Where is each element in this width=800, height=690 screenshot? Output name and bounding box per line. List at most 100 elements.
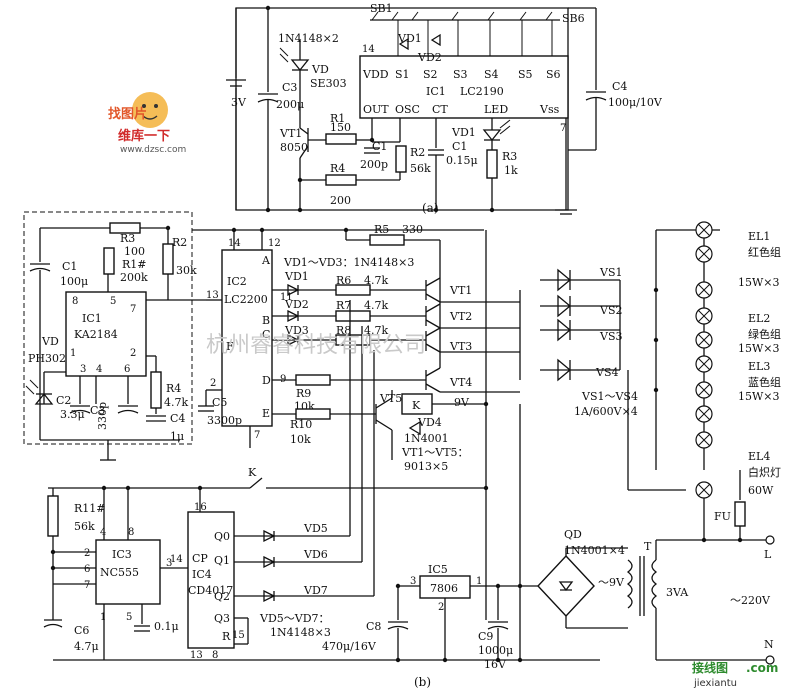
r10-label: R10 [290,418,312,431]
el3-name: 蓝色组 [748,375,781,389]
vd5-label: VD5 [303,522,328,535]
ic2-out-e: E [262,407,270,420]
r11-value: 56k [74,520,95,533]
vt-group-label: VT1～VT5： [401,446,469,459]
r3-value: 1k [504,164,518,177]
r2-value: 30k [176,264,197,277]
r4-value: 4.7k [164,396,188,409]
vd1-label: VD1 [284,270,309,283]
lamp [695,307,713,325]
ic4-cd4017: 16 CP 14 Q0 Q1 Q2 Q3 R 15 13 8 IC4 CD401… [170,300,486,661]
c2-value: 3.3μ [60,408,85,421]
diagram-a: 3V C3 200μ VD SE303 1N4148×2 VDD S1 [226,2,663,215]
r4-label: R4 [166,382,181,395]
el4-label: EL4 [748,450,770,463]
receiver-filters: R4 4.7k C2 3.3μ C3 330p C4 1μ [40,355,188,461]
c9-value: 1000μ [478,644,513,657]
vd-part: SE303 [310,77,347,90]
r1-value: 200k [120,271,148,284]
vt3-label: VT3 [449,340,472,353]
ic4-label: IC4 [192,568,212,581]
sb6-label: SB6 [562,12,585,25]
transformer-label: T [644,540,652,553]
ic4-r: R [222,630,231,643]
diagram-b: R3 100 R1# 200k R2 30k C1 100μ IC1 KA218… [23,211,781,689]
c7-value: 0.1μ [154,620,179,633]
vt1-label: VT1 [279,127,302,140]
vd-group-label: VD1～VD3：1N4148×3 [283,256,414,269]
sb1-label: SB1 [370,2,393,15]
ic2-pin-12: 12 [268,238,281,249]
c5-value: 3300p [207,414,242,427]
ic1-lc2190: VDD S1 S2 S3 S4 S5 S6 IC1 LC2190 OUT OSC… [359,44,569,134]
terminal-n [765,655,775,665]
ic4-pin-15: 15 [232,630,245,641]
vs2-label: VS2 [599,304,622,317]
vd6-label: VD6 [303,548,328,561]
vt5-label: VT5 [379,392,402,405]
c6-label: C6 [74,624,89,637]
lamp [695,481,713,499]
ic3-pin-1: 1 [100,612,106,623]
c5-label: C5 [212,396,227,409]
ic4-q1: Q1 [214,554,230,567]
ic3-pin-6: 6 [84,564,90,575]
terminal-l [765,535,775,545]
ic1-pin-3: 3 [80,364,86,375]
ic2-pin-7: 7 [254,430,260,441]
ic2-out-d: D [262,374,271,387]
lamp-array: EL1 红色组 15W×3 EL2 绿色组 15W×3 EL3 蓝色组 15W×… [655,221,781,540]
ic3-pin-5: 5 [126,612,132,623]
r6-value: 4.7k [364,274,388,287]
ic4-pin-13: 13 [190,650,203,661]
vt4-label: VT4 [449,376,472,389]
ic3-pin-8: 8 [128,527,134,538]
logo-bottom-text-1: 接线图 [692,660,728,675]
qd-label: QD [564,528,582,541]
c4-value: 1μ [170,430,184,443]
pin-s2: S2 [423,68,438,81]
ic1-pin-6: 6 [124,364,130,375]
vt1-label: VT1 [449,284,472,297]
ic3-label: IC3 [112,548,132,561]
c6-value: 4.7μ [74,640,99,653]
el4-name: 白炽灯 [748,465,781,479]
relay-channel: R9 10k R10 10k VT5 K 9V VD4 1N4001 VT1～V… [272,230,487,620]
ir-led-vd: VD SE303 1N4148×2 [278,32,347,120]
thyristors: VS1 VS2 VS3 VS4 VS1～VS4 1A/600V×4 [519,266,686,491]
c1-value: 100μ [60,275,88,288]
r8-value: 4.7k [364,324,388,337]
vs4-label: VS4 [595,366,618,379]
pin-ct: CT [432,103,448,116]
lamp [695,405,713,423]
vd3-label: VD3 [284,324,309,337]
capacitor-c4: C4 100μ/10V [568,7,663,151]
el3-watts: 15W×3 [738,390,780,403]
el1-label: EL1 [748,230,770,243]
fu-label: FU [714,510,731,523]
logo-top-url: www.dzsc.com [120,145,186,155]
el1-watts: 15W×3 [738,276,780,289]
vs-group-label: VS1～VS4 [581,390,638,403]
pin-vdd: VDD [362,68,389,81]
vd-label: VD [311,63,329,76]
r5-value: 330 [402,223,423,236]
lamp [695,245,713,263]
el2-watts: 15W×3 [738,342,780,355]
ic1-pin-4: 4 [96,364,102,375]
logo-bottom-url: jiexiantu [693,678,737,689]
ic2-lc2200: IC2 LC2200 14 12 13 2 7 A B C F D E 11 9… [192,229,484,448]
battery-voltage: 3V [231,96,247,109]
pin-s6: S6 [546,68,561,81]
lamp [695,431,713,449]
vs-part: 1A/600V×4 [574,405,638,418]
transformer-va: 3VA [666,586,689,599]
vt2-label: VT2 [449,310,472,323]
c4-value: 100μ/10V [608,96,663,109]
vt1-part: 8050 [280,141,308,154]
ic2-part: LC2200 [224,293,268,306]
c9-label: C9 [478,630,493,643]
ic2-out-f: F [226,340,234,353]
diodes-label: 1N4148×2 [278,32,339,45]
c3-value: 200μ [276,98,304,111]
